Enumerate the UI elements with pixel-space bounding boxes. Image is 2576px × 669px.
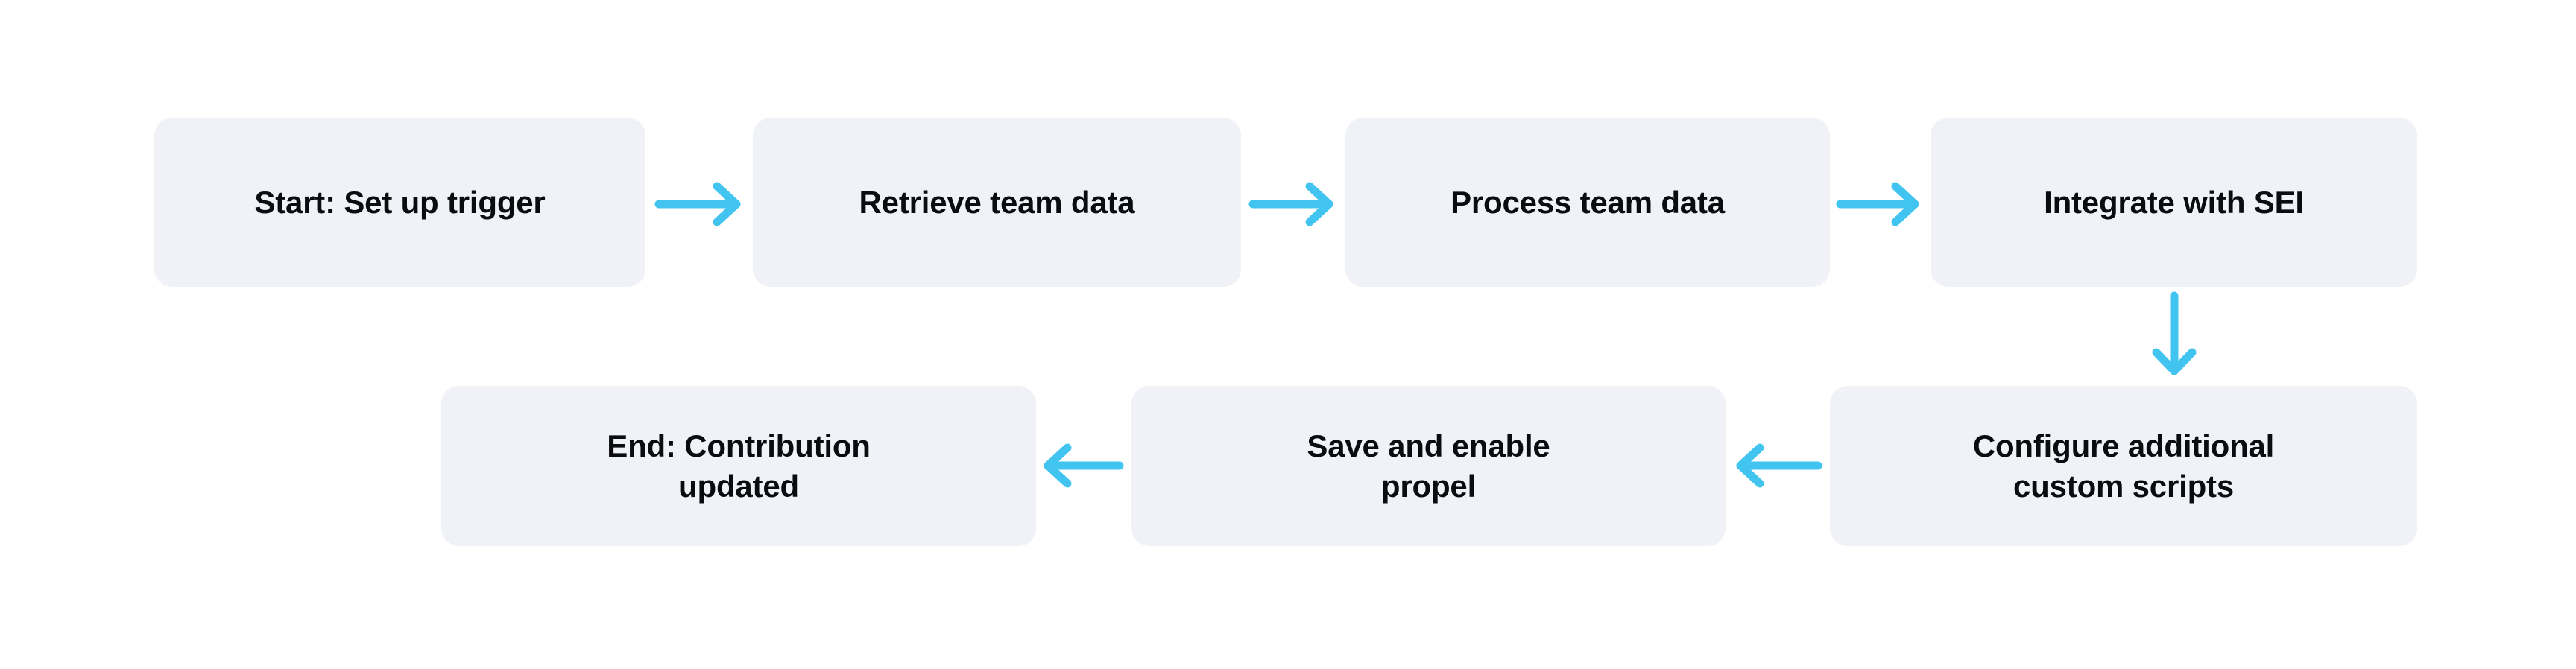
flow-node-retrieve-team-data-label: Retrieve team data xyxy=(859,184,1135,220)
flow-node-configure-custom-scripts-label: Configure additional custom scripts xyxy=(1972,428,2275,504)
flow-node-save-and-enable-propel[interactable]: Save and enable propel xyxy=(1131,386,1726,546)
arrow-right-start-to-retrieve xyxy=(654,182,741,226)
arrow-left-configure-to-save xyxy=(1736,443,1822,488)
flow-node-end-contribution-updated[interactable]: End: Contribution updated xyxy=(441,386,1036,546)
flow-node-save-and-enable-propel-label: Save and enable propel xyxy=(1307,428,1550,504)
arrow-down-integrate-to-configure xyxy=(2152,291,2197,375)
flow-node-start-label: Start: Set up trigger xyxy=(254,184,546,220)
flow-node-end-contribution-updated-label: End: Contribution updated xyxy=(607,428,871,504)
arrow-left-save-to-end xyxy=(1044,443,1124,488)
arrow-right-retrieve-to-process xyxy=(1248,182,1333,226)
flow-node-retrieve-team-data[interactable]: Retrieve team data xyxy=(753,118,1241,287)
flow-node-start[interactable]: Start: Set up trigger xyxy=(154,118,645,287)
flow-node-integrate-with-sei-label: Integrate with SEI xyxy=(2044,184,2304,220)
flow-node-process-team-data[interactable]: Process team data xyxy=(1345,118,1830,287)
flow-node-process-team-data-label: Process team data xyxy=(1450,184,1725,220)
flow-node-integrate-with-sei[interactable]: Integrate with SEI xyxy=(1931,118,2417,287)
flow-node-configure-custom-scripts[interactable]: Configure additional custom scripts xyxy=(1830,386,2417,546)
arrow-right-process-to-integrate xyxy=(1836,182,1919,226)
